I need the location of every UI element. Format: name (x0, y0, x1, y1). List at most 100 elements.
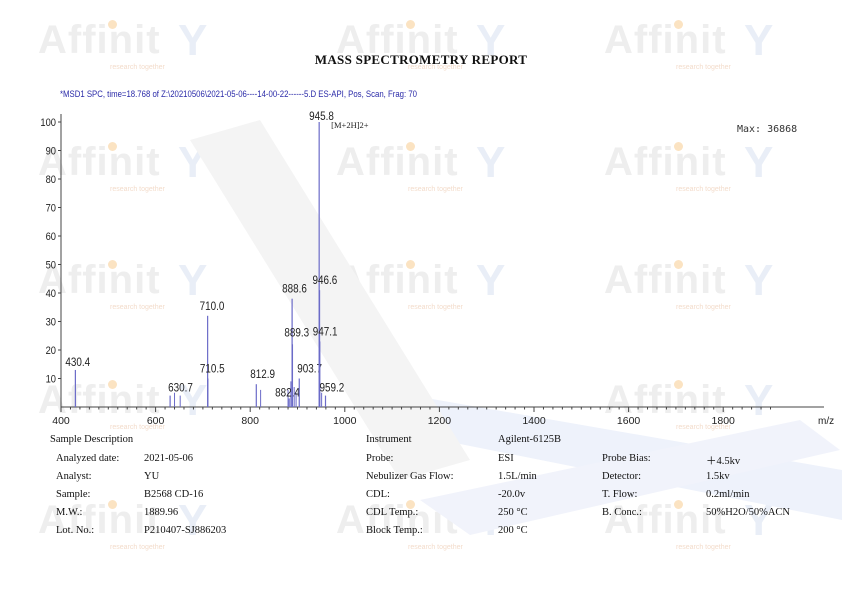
max-intensity-label: Max: 36868 (737, 124, 797, 135)
watermark-logo: Affinit (336, 140, 459, 184)
watermark-dot (674, 20, 683, 29)
watermark-dot (674, 500, 683, 509)
instrument-field-value: 1.5L/min (498, 471, 537, 482)
instrument-name: Agilent-6125B (498, 434, 561, 445)
watermark-tagline: research together (676, 186, 731, 193)
watermark-logo: Affinit (604, 258, 727, 302)
sample-field-value: 1889.96 (144, 507, 179, 518)
y-tick-label: 100 (40, 117, 56, 129)
watermark-dot (406, 142, 415, 151)
watermark-y-mark: Y (744, 256, 775, 305)
sample-field-value: YU (144, 471, 160, 482)
watermark-y-mark: Y (476, 138, 507, 187)
instrument-param-label: Detector: (602, 471, 642, 482)
instrument-field-label: CDL Temp.: (366, 507, 419, 518)
sample-field-value: P210407-SJ886203 (144, 525, 227, 536)
x-tick-label: 600 (147, 415, 165, 427)
instrument-param-label: Probe Bias: (602, 453, 651, 464)
watermark-y-mark: Y (178, 376, 209, 425)
watermark-tagline: research together (110, 424, 165, 431)
watermark-logo: Affinit (604, 498, 727, 542)
peak-label: 710.5 (200, 363, 225, 376)
instrument-field-label: Probe: (366, 453, 394, 464)
watermark-dot (674, 260, 683, 269)
instrument-param-value: 1.5kv (706, 471, 730, 482)
x-tick-label: 1800 (712, 415, 736, 427)
x-tick-label: 1600 (617, 415, 641, 427)
watermark-tagline: research together (408, 544, 463, 551)
watermark-logo: Affinit (336, 18, 459, 62)
instrument-field-value: 200 °C (498, 525, 528, 536)
watermark-y-mark: Y (744, 376, 775, 425)
watermark-logo: Affinit (38, 498, 161, 542)
instrument-field-value: ESI (498, 453, 514, 464)
y-tick-label: 50 (46, 260, 57, 272)
watermark-logo: Affinit (604, 378, 727, 422)
watermark-y-mark: Y (476, 16, 507, 65)
watermark-y-mark: Y (178, 256, 209, 305)
watermark-logo: Affinit (38, 378, 161, 422)
y-tick-label: 70 (46, 203, 57, 215)
x-tick-label: 400 (52, 415, 70, 427)
spectrum-header: *MSD1 SPC, time=18.768 of Z:\20210506\20… (60, 89, 417, 100)
watermark-dot (406, 260, 415, 269)
sample-field-value: 2021-05-06 (144, 453, 193, 464)
watermark-tagline: research together (110, 64, 165, 71)
sample-field-label: Lot. No.: (56, 525, 95, 536)
x-unit-label: m/z (818, 416, 834, 427)
watermark-y-mark: Y (476, 256, 507, 305)
watermark-dot (108, 20, 117, 29)
watermark-tagline: research together (110, 304, 165, 311)
instrument-field-value: -20.0v (498, 489, 526, 500)
y-tick-label: 10 (46, 374, 57, 386)
x-tick-label: 1200 (428, 415, 452, 427)
instrument-param-value: 0.2ml/min (706, 489, 750, 500)
y-tick-label: 30 (46, 317, 57, 329)
sample-field-label: Sample: (56, 489, 91, 500)
watermark-tagline: research together (676, 544, 731, 551)
watermark-dot (108, 142, 117, 151)
report-title: MASS SPECTROMETRY REPORT (314, 52, 528, 67)
x-tick-label: 1400 (522, 415, 546, 427)
watermark-dot (674, 142, 683, 151)
watermark-tagline: research together (110, 544, 165, 551)
sample-field-label: M.W.: (56, 507, 83, 518)
watermark-dot (108, 260, 117, 269)
sample-field-label: Analyzed date: (56, 453, 120, 464)
watermark-dot (108, 500, 117, 509)
watermark-logo: Affinit (38, 258, 161, 302)
watermark-logo: Affinit (604, 18, 727, 62)
instrument-field-label: Block Temp.: (366, 525, 423, 536)
watermark-tagline: research together (408, 64, 463, 71)
watermark-tagline: research together (676, 304, 731, 311)
x-tick-label: 1000 (333, 415, 357, 427)
y-tick-label: 60 (46, 231, 57, 243)
watermark-y-mark: Y (178, 496, 209, 545)
y-tick-label: 20 (46, 345, 57, 357)
y-tick-label: 40 (46, 288, 57, 300)
instrument-param-value: 50%H2O/50%ACN (706, 507, 790, 518)
watermark-y-mark: Y (744, 16, 775, 65)
peak-label: 903.7 (297, 363, 322, 376)
x-tick-label: 800 (241, 415, 259, 427)
watermark-tagline: research together (408, 186, 463, 193)
watermark-tagline: research together (676, 424, 731, 431)
instrument-heading: Instrument (366, 434, 412, 445)
instrument-field-label: Nebulizer Gas Flow: (366, 471, 454, 482)
peak-label: 882.4 (275, 387, 300, 400)
peak-label: 812.9 (250, 369, 275, 382)
peak-label: 888.6 (282, 283, 307, 296)
peak-annotation: [M+2H]2+ (331, 120, 369, 130)
peak-label: 947.1 (313, 326, 338, 339)
sample-description-heading: Sample Description (50, 434, 134, 445)
sample-field-value: B2568 CD-16 (144, 489, 204, 500)
watermark-y-mark: Y (744, 138, 775, 187)
instrument-param-label: B. Conc.: (602, 507, 642, 518)
peak-label: 889.3 (284, 327, 309, 340)
watermark-logo: Affinit (604, 140, 727, 184)
sample-field-label: Analyst: (56, 471, 92, 482)
watermark-tagline: research together (408, 304, 463, 311)
watermark-dot (406, 500, 415, 509)
